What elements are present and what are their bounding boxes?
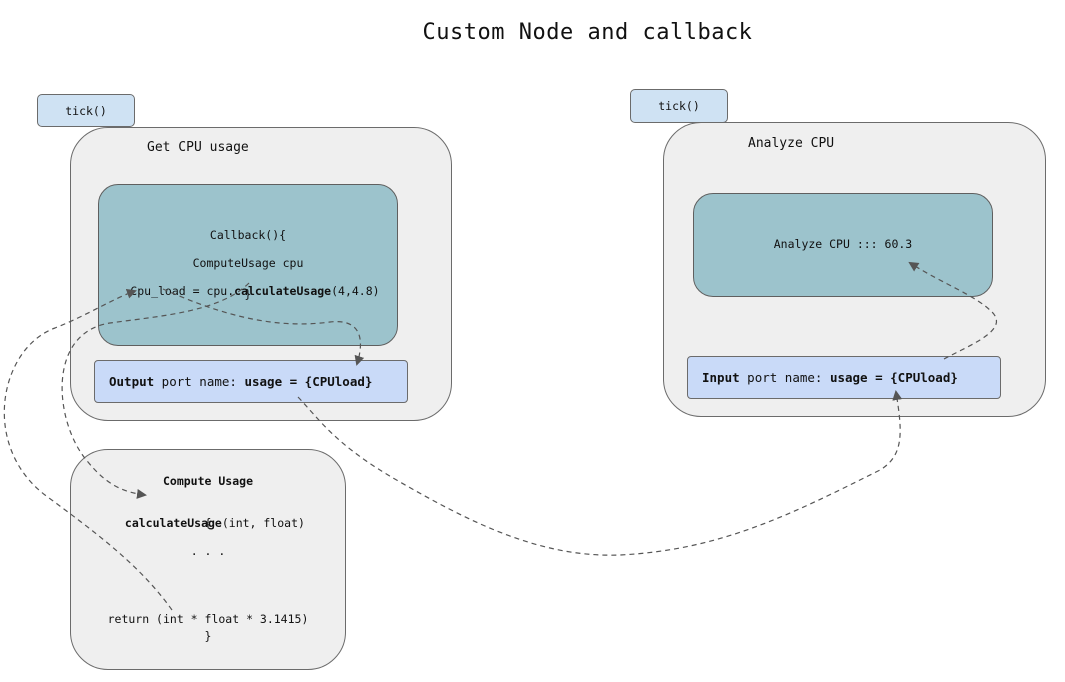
input-port-mid: port name: [739,370,830,385]
callback-line-2: ComputeUsage cpu [192,256,304,270]
node-label-get-cpu-usage: Get CPU usage [147,140,249,155]
connector-callback-to-output-port [162,288,365,366]
compute-usage-method: calculateUsage [124,516,222,530]
callback-line-4: } [244,287,252,301]
analyze-box [693,193,993,297]
connector-return-to-callback [3,289,173,611]
connector-input-to-analyze [908,261,998,360]
compute-usage-title: Compute Usage [162,474,253,488]
node-label-analyze-cpu: Analyze CPU [748,136,835,151]
connector-callback-to-compute-usage [61,282,250,499]
input-port: Input port name: usage = {CPUload} [687,356,1001,399]
output-port-value: usage = {CPUload} [244,374,373,389]
compute-usage-return: return (int * float * 3.1415) [107,612,309,626]
callback-line-3-args: (4,4.8) [331,284,380,298]
output-port: Output port name: usage = {CPUload} [94,360,408,403]
callback-box [98,184,398,346]
tick-badge-right: tick() [630,89,728,123]
connector-output-to-input-port [297,390,903,556]
compute-usage-params: (int, float) [221,516,305,530]
compute-usage-signature: calculateUsage(int, float) [70,502,346,530]
output-port-kind: Output [109,374,155,389]
compute-usage-ellipsis: . . . [190,544,226,558]
callback-line-3: Cpu_load = cpu.calculateUsage(4,4.8) [98,270,398,298]
diagram-title: Custom Node and callback [422,20,753,45]
callback-line-3-prefix: Cpu_load = cpu. [130,284,235,298]
analyze-readout: Analyze CPU ::: 60.3 [773,237,913,251]
output-port-mid: port name: [154,374,245,389]
input-port-value: usage = {CPUload} [829,370,958,385]
compute-usage-close-brace: } [204,629,212,643]
callback-line-1: Callback(){ [209,228,287,242]
compute-usage-open-brace: { [204,516,212,530]
input-port-kind: Input [702,370,740,385]
callback-line-3-method: calculateUsage [234,284,332,298]
tick-badge-left: tick() [37,94,135,127]
